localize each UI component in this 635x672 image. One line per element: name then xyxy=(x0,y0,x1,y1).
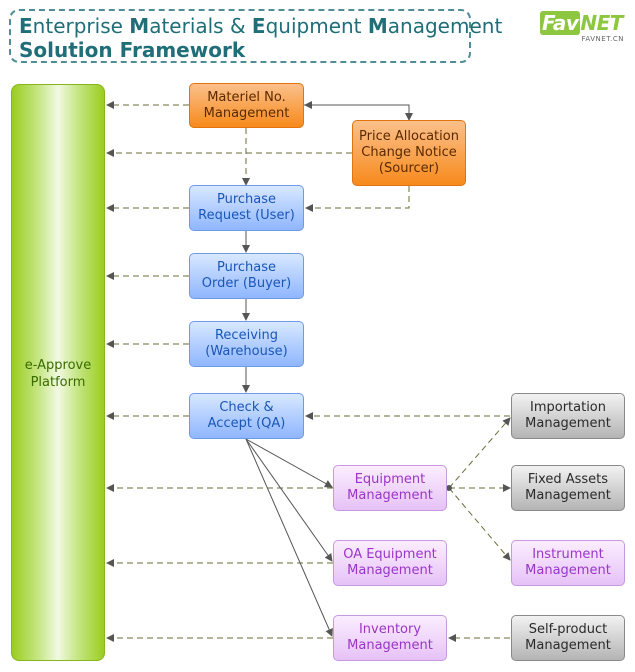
purchase-order-box[interactable]: Purchase Order (Buyer) xyxy=(189,253,304,299)
arrow-check-to-inventory xyxy=(245,438,333,637)
inventory-management-box[interactable]: Inventory Management xyxy=(333,615,447,661)
title-segment: M xyxy=(129,14,150,38)
title-subtitle: Solution Framework xyxy=(19,38,246,62)
logo-fav: Fav xyxy=(540,11,581,35)
e-approve-platform[interactable]: e-Approve Platform xyxy=(11,84,105,661)
arrow-check-to-equipment xyxy=(245,438,333,488)
arrow-materiel-to-price xyxy=(304,104,413,121)
dashed-arrow-equipment-to-importation xyxy=(448,417,511,489)
importation-management-box[interactable]: Importation Management xyxy=(511,393,625,439)
self-product-management-box[interactable]: Self-product Management xyxy=(511,615,625,661)
instrument-management-box[interactable]: Instrument Management xyxy=(511,540,625,586)
dashed-arrow-price-to-pr xyxy=(305,186,410,212)
check-accept-box[interactable]: Check & Accept (QA) xyxy=(189,393,304,439)
title-line-1: Enterprise Materials & Equipment Managem… xyxy=(19,14,502,38)
platform-label: e-Approve Platform xyxy=(24,358,92,390)
title-segment: quipment xyxy=(265,14,368,38)
logo-net: NET xyxy=(580,11,623,35)
equipment-management-box[interactable]: Equipment Management xyxy=(333,465,447,511)
equipment-branch-node xyxy=(446,485,452,491)
receiving-box[interactable]: Receiving (Warehouse) xyxy=(189,321,304,367)
title-segment: E xyxy=(251,14,266,38)
title-segment: nterprise xyxy=(32,14,130,38)
title-segment: E xyxy=(19,14,33,38)
dashed-arrow-equipment-to-instrument xyxy=(448,487,511,561)
logo-url: FAVNET.CN xyxy=(581,35,624,43)
title-segment: aterials & xyxy=(149,14,252,38)
purchase-request-box[interactable]: Purchase Request (User) xyxy=(189,185,304,231)
title-segment: anagement xyxy=(387,14,503,38)
materiel-no-management-box[interactable]: Materiel No. Management xyxy=(189,83,304,128)
oa-equipment-management-box[interactable]: OA Equipment Management xyxy=(333,540,447,586)
title-line-2: Solution Framework xyxy=(19,38,469,62)
fixed-assets-management-box[interactable]: Fixed Assets Management xyxy=(511,465,625,511)
arrow-check-to-oa xyxy=(245,438,333,562)
title-segment: M xyxy=(367,14,388,38)
price-allocation-box[interactable]: Price Allocation Change Notice (Sourcer) xyxy=(352,120,466,186)
title-box: Enterprise Materials & Equipment Managem… xyxy=(9,9,502,63)
